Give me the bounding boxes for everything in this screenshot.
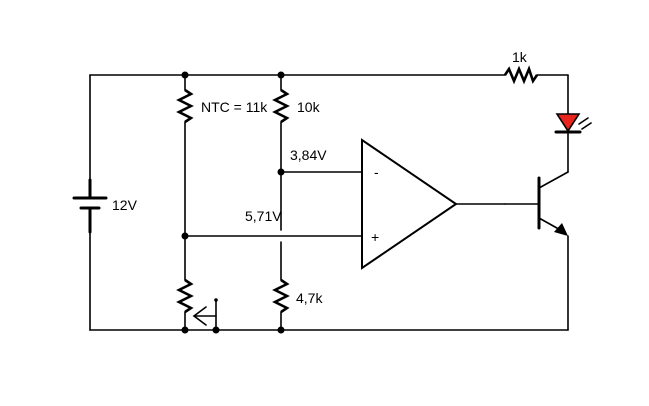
resistor-4k7 xyxy=(272,278,290,331)
ntc-label: NTC = 11k xyxy=(201,99,268,115)
led-body xyxy=(555,113,581,133)
resistor-10k xyxy=(272,74,290,281)
battery-label: 12V xyxy=(112,197,138,213)
opamp xyxy=(361,138,506,270)
resistor-10k-label: 10k xyxy=(297,99,321,115)
potentiometer xyxy=(176,278,217,331)
npn-transistor xyxy=(504,171,569,331)
resistor-1k-label: 1k xyxy=(512,49,528,65)
opamp-input-wires xyxy=(184,171,363,237)
junction-dots xyxy=(181,71,285,334)
opamp-minus-sign: - xyxy=(374,164,379,180)
led xyxy=(554,74,592,173)
resistor-4k7-label: 4,7k xyxy=(296,290,323,306)
inverting-voltage-label: 3,84V xyxy=(290,147,327,163)
noninverting-voltage-label: 5,71V xyxy=(245,208,282,224)
opamp-plus-sign: + xyxy=(371,229,379,245)
resistor-1k xyxy=(503,65,539,85)
ntc-resistor xyxy=(176,74,194,281)
battery-12v xyxy=(72,74,108,331)
